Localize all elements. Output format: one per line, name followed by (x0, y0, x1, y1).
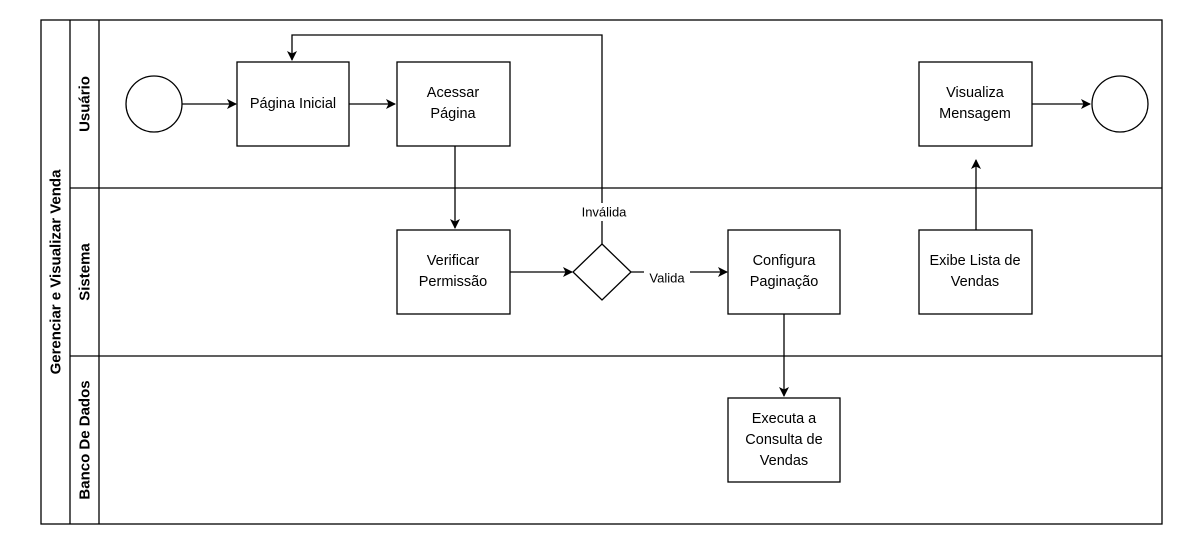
task-exibe-lista-label-2: Vendas (951, 274, 999, 290)
edge-label-invalida: Inválida (582, 205, 628, 220)
task-verificar-permissao-label-2: Permissão (419, 274, 488, 290)
task-exibe-lista-box (918, 229, 1033, 315)
task-acessar-pagina-label-2: Página (430, 106, 476, 122)
edge-label-valida: Valida (649, 271, 685, 286)
task-executa-consulta-label-3: Vendas (760, 453, 808, 469)
task-pagina-inicial-box (236, 61, 350, 147)
task-acessar-pagina-label-1: Acessar (427, 85, 480, 101)
task-executa-consulta-label-2: Consulta de (745, 432, 822, 448)
start-event (125, 75, 183, 133)
task-verificar-permissao-label-1: Verificar (427, 253, 480, 269)
task-configura-paginacao-label-2: Paginação (750, 274, 819, 290)
task-exibe-lista-label-1: Exibe Lista de (929, 253, 1020, 269)
lane-label-banco-de-dados: Banco De Dados (77, 380, 94, 499)
task-visualiza-mensagem-box (918, 61, 1033, 147)
end-event (1091, 75, 1149, 133)
edge-gateway-invalida (287, 34, 603, 244)
pool-title: Gerenciar e Visualizar Venda (48, 169, 65, 374)
lane-label-usuario: Usuário (77, 76, 94, 132)
edge-label-bg-invalida (576, 203, 632, 221)
task-acessar-pagina-box (396, 61, 511, 147)
task-configura-paginacao-box (727, 229, 841, 315)
edge-label-bg-valida (644, 269, 690, 287)
task-executa-consulta-label-1: Executa a (752, 411, 817, 427)
task-executa-consulta-box (727, 397, 841, 483)
exclusive-gateway (572, 243, 632, 301)
task-verificar-permissao-box (396, 229, 511, 315)
task-visualiza-mensagem-label-1: Visualiza (946, 85, 1005, 101)
task-pagina-inicial-label: Página Inicial (250, 96, 336, 112)
task-configura-paginacao-label-1: Configura (753, 253, 817, 269)
task-visualiza-mensagem-label-2: Mensagem (939, 106, 1011, 122)
lane-label-sistema: Sistema (77, 243, 94, 301)
